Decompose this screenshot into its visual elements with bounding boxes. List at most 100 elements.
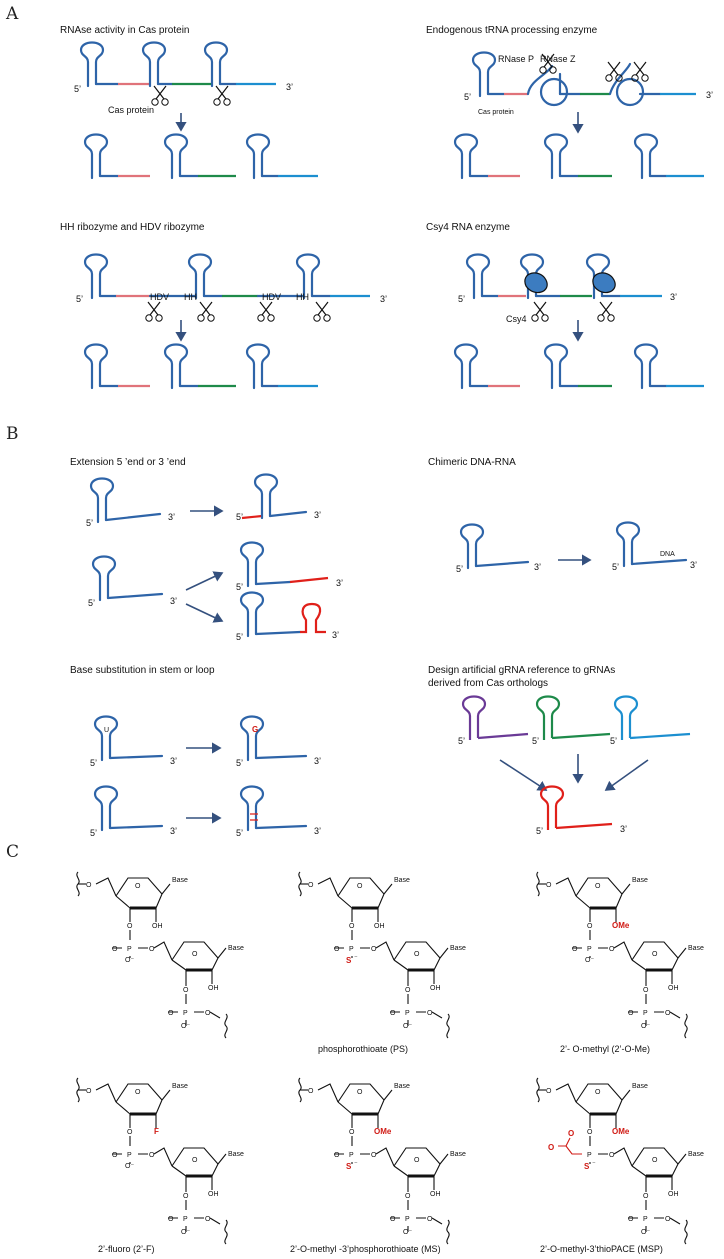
scissors-icon	[531, 301, 549, 322]
panel-b-title-3: Base substitution in stem or loop	[70, 665, 215, 676]
svg-text:Base: Base	[632, 1083, 648, 1090]
svg-text:O: O	[643, 1193, 649, 1200]
svg-text:O: O	[183, 1193, 189, 1200]
svg-text:O: O	[665, 1010, 671, 1017]
svg-text:OH: OH	[208, 1191, 219, 1198]
sulfur-label: S	[346, 956, 352, 965]
b-five-prime: 5’	[532, 736, 539, 746]
svg-text:Base: Base	[394, 1083, 410, 1090]
svg-text:O: O	[390, 1010, 396, 1017]
svg-text:O: O	[168, 1010, 174, 1017]
b-five-prime: 5’	[458, 736, 465, 746]
a3-hdv-label-2: HDV	[262, 292, 281, 302]
panel-a-title-4: Csy4 RNA enzyme	[426, 222, 510, 233]
svg-text:O: O	[628, 1216, 634, 1223]
a3-five-prime: 5’	[76, 294, 83, 304]
caption-msp: 2’-O-methyl-3’thioPACE (MSP)	[540, 1244, 663, 1254]
a3-precursor: 5’ 3’ HDV HH HDV HH	[76, 253, 387, 342]
scissors-icon	[151, 85, 169, 106]
svg-text:O: O	[652, 1157, 658, 1164]
svg-text:O: O	[546, 1088, 552, 1095]
panel-b-title-4b: derived from Cas orthologs	[428, 678, 549, 689]
panel-b-title-4: Design artificial gRNA reference to gRNA…	[428, 665, 616, 676]
svg-text:O: O	[587, 923, 593, 930]
b-five-prime: 5’	[456, 564, 463, 574]
svg-text:Base: Base	[632, 877, 648, 884]
svg-text:O: O	[349, 923, 355, 930]
svg-text:O: O	[205, 1010, 211, 1017]
b-five-prime: 5’	[610, 736, 617, 746]
a4-precursor: 5’ 3’ Csy4	[458, 253, 677, 342]
b-five-prime: 5’	[236, 582, 243, 592]
scissors-icon	[597, 301, 615, 322]
section-label-c: C	[6, 842, 20, 862]
svg-text:⁻: ⁻	[354, 1161, 358, 1168]
section-label-b: B	[6, 424, 19, 444]
scissors-icon	[213, 85, 231, 106]
b2-chimeric: 5’ 3’ 5’ 3’ DNA	[456, 521, 697, 574]
b4-design: 5’ 5’ 5’ 5’ 3’	[458, 695, 691, 836]
svg-text:O: O	[308, 1088, 314, 1095]
b-three-prime: 3’	[336, 578, 343, 588]
a4-products	[453, 343, 704, 390]
svg-text:O: O	[308, 882, 314, 889]
b3-basepair-mark	[250, 813, 258, 821]
a2-rnase-z-label: RNase Z	[540, 54, 576, 64]
svg-text:OH: OH	[374, 923, 385, 930]
svg-text:P: P	[127, 946, 132, 953]
a4-five-prime: 5’	[458, 294, 465, 304]
svg-text:O⁻: O⁻	[641, 1023, 650, 1030]
svg-text:⁻: ⁻	[592, 1161, 596, 1168]
svg-text:Base: Base	[688, 945, 704, 952]
svg-text:O: O	[192, 1157, 198, 1164]
svg-text:O⁻: O⁻	[125, 957, 134, 964]
svg-text:OH: OH	[152, 923, 163, 930]
ome-label: OMe	[374, 1127, 392, 1136]
svg-text:Base: Base	[688, 1151, 704, 1158]
scissors-icon	[197, 301, 215, 322]
svg-text:O: O	[357, 1089, 363, 1096]
svg-text:O: O	[546, 882, 552, 889]
a2-five-prime: 5’	[464, 92, 471, 102]
svg-text:O: O	[183, 987, 189, 994]
panel-a-title-1: RNAse activity in Cas protein	[60, 25, 190, 36]
svg-text:Base: Base	[450, 1151, 466, 1158]
csy4-protein-icon	[592, 272, 616, 294]
svg-text:O: O	[568, 1129, 574, 1138]
svg-text:O: O	[135, 1089, 141, 1096]
svg-text:O⁻: O⁻	[181, 1023, 190, 1030]
b3-u-label: U	[104, 727, 109, 734]
svg-text:O: O	[595, 883, 601, 890]
b-three-prime: 3’	[314, 756, 321, 766]
svg-text:O: O	[427, 1216, 433, 1223]
svg-text:O: O	[548, 1143, 554, 1152]
a3-hh-label-1: HH	[184, 292, 197, 302]
panel-a-title-2: Endogenous tRNA processing enzyme	[426, 25, 598, 36]
svg-text:O: O	[405, 1193, 411, 1200]
b-three-prime: 3’	[332, 630, 339, 640]
svg-text:OH: OH	[668, 1191, 679, 1198]
svg-text:O⁻: O⁻	[403, 1229, 412, 1236]
sulfur-label: S	[346, 1162, 352, 1171]
svg-text:O: O	[149, 1152, 155, 1159]
svg-text:O: O	[652, 951, 658, 958]
svg-text:O: O	[135, 883, 141, 890]
a2-three-prime: 3’	[706, 90, 713, 100]
b-five-prime: 5’	[88, 598, 95, 608]
arrow-down-left-icon	[604, 759, 649, 791]
svg-text:O: O	[587, 1129, 593, 1136]
svg-text:O: O	[609, 1152, 615, 1159]
svg-text:O: O	[86, 882, 92, 889]
svg-text:Base: Base	[450, 945, 466, 952]
svg-text:O: O	[371, 1152, 377, 1159]
svg-text:O: O	[628, 1010, 634, 1017]
svg-text:O: O	[665, 1216, 671, 1223]
svg-text:P: P	[349, 946, 354, 953]
b-five-prime: 5’	[86, 518, 93, 528]
caption-2ome: 2’- O-methyl (2’-O-Me)	[560, 1044, 651, 1054]
b1-extension: 5’ 3’ 5’ 3’ 5’ 3’ 5’ 3’ 5’ 3’	[86, 473, 343, 642]
svg-text:Base: Base	[172, 1083, 188, 1090]
